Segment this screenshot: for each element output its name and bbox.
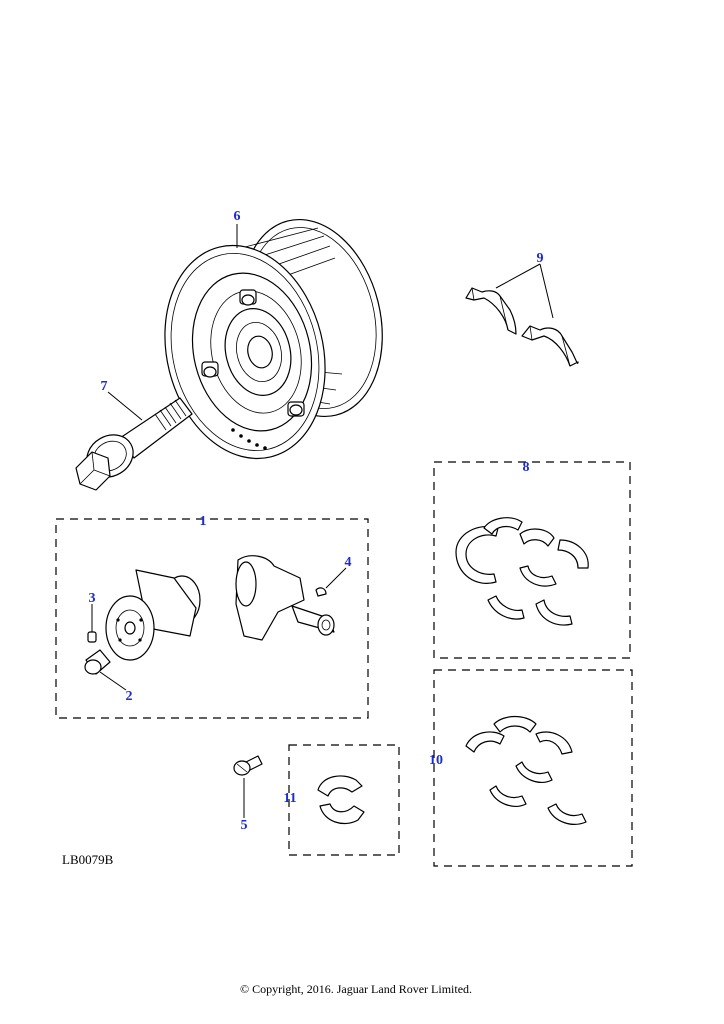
copyright-notice: © Copyright, 2016. Jaguar Land Rover Lim… (240, 982, 472, 996)
callout-1: 1 (200, 514, 207, 529)
callout-11: 11 (283, 791, 296, 806)
big-end-bearing-shells-illustration (465, 715, 587, 825)
crankshaft-illustration (84, 555, 335, 675)
main-bearing-shells-illustration (455, 517, 589, 626)
leader-lines (91, 224, 554, 818)
callout-5: 5 (241, 818, 248, 833)
crankshaft-pulley-illustration (164, 218, 383, 460)
thrust-washers-illustration (465, 287, 579, 367)
bearing-shell-pair-illustration (317, 775, 365, 825)
callout-7: 7 (101, 379, 108, 394)
callout-6: 6 (234, 209, 241, 224)
callout-9: 9 (537, 251, 544, 266)
callout-4: 4 (345, 555, 352, 570)
pulley-bolt-illustration (75, 397, 193, 491)
small-bolt-illustration (233, 755, 263, 776)
callout-3: 3 (89, 591, 96, 606)
callout-10: 10 (429, 753, 443, 768)
callout-2: 2 (126, 689, 133, 704)
diagram-reference-code: LB0079B (62, 852, 114, 867)
callout-8: 8 (523, 460, 530, 475)
